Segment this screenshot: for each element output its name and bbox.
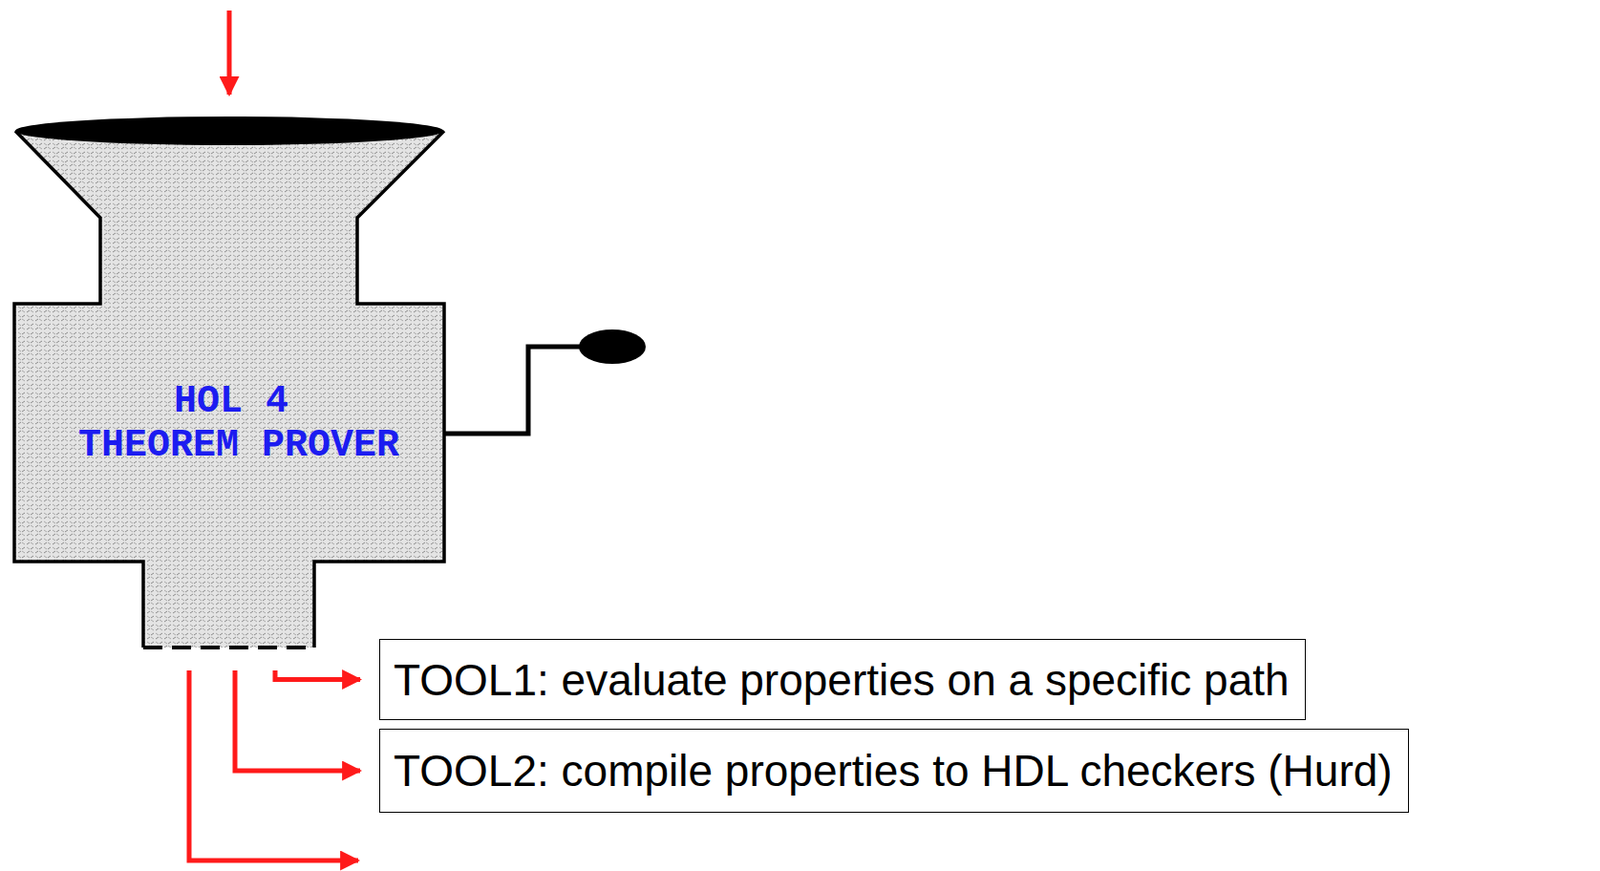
crank-knob [578, 329, 646, 364]
machine-title: HOL 4 [173, 380, 289, 425]
machine-body [14, 130, 445, 648]
machine-outline [0, 0, 459, 660]
machine-label: HOL 4THEOREM PROVER [19, 380, 459, 469]
machine-title: THEOREM PROVER [78, 424, 400, 469]
input-arrow [227, 10, 233, 95]
hopper-mouth [15, 116, 444, 146]
theorem-prover-machine: HOL 4THEOREM PROVER [0, 0, 459, 660]
tool-description: TOOL2: compile properties to HDL checker… [393, 745, 1393, 797]
machine-outlet [143, 645, 315, 650]
tool-description: TOOL1: evaluate properties on a specific… [393, 654, 1290, 706]
tool-box: TOOL2: compile properties to HDL checker… [379, 728, 1409, 813]
machine-border [14, 130, 445, 648]
output-arrow [275, 670, 361, 681]
crank-handle [444, 346, 588, 434]
output-arrow [234, 670, 361, 771]
tool-box: TOOL1: evaluate properties on a specific… [379, 639, 1306, 721]
output-arrow [189, 670, 359, 861]
